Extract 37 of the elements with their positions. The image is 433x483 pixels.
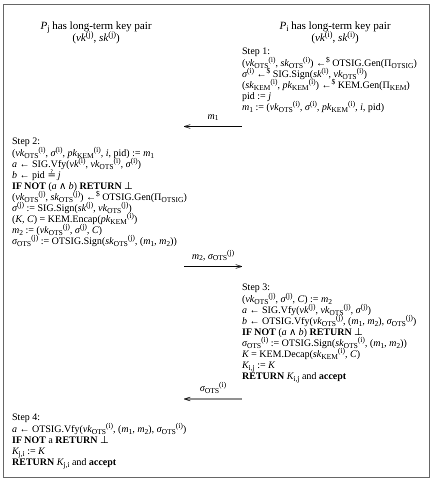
protocol-line: RETURN K$_{j,i}$ and accept [12,457,116,468]
step-heading: Step 3: [242,282,270,293]
protocol-line: σ$^{(i)}$ ←$^{$}$ SIG.Sign(sk$^{(i)}$, vk$_{OTS}$$^{(i)}$) [242,69,368,80]
protocol-line: RETURN K$_{i,j}$ and accept [242,371,346,382]
header-text: P$_{j}$ has long-term key pair [40,20,152,32]
protocol-line: IF NOT (a ∧ b) RETURN ⊥ [12,181,134,192]
protocol-line: (sk$_{KEM}$$^{(i)}$, pk$_{KEM}$$^{(i)}$) ←$^{$}$ KEM.Gen(Π$_{KEM}$) [242,80,410,91]
step-heading: Step 4: [12,412,40,423]
protocol-line: (vk$_{OTS}$$^{(i)}$, sk$_{OTS}$$^{(i)}$) ←$^{$}$ OTSIG.Gen(Π$_{OTSIG}$) [242,58,417,69]
message-arrow [184,124,242,129]
protocol-line: m$_{1}$ := (vk$_{OTS}$$^{(i)}$, σ$^{(i)}$, pk$_{KEM}$$^{(i)}$, i, pid) [242,102,384,113]
protocol-line: IF NOT (a ∧ b) RETURN ⊥ [242,327,364,338]
protocol-line: a ← SIG.Vfy(vk$^{(i)}$, vk$_{OTS}$$^{(i)}$, σ$^{(i)}$) [12,159,142,170]
header-text: P$_{i}$ has long-term key pair [279,20,391,32]
message-arrow [184,264,242,269]
header-text: (vk$^{(i)}$, sk$^{(i)}$) [311,32,359,44]
step-heading: Step 2: [12,136,40,147]
protocol-line: (vk$_{OTS}$$^{(j)}$, sk$_{OTS}$$^{(j)}$) ←$^{$}$ OTSIG.Gen(Π$_{OTSIG}$) [12,192,187,203]
protocol-line: σ$_{OTS}$$^{(j)}$ := OTSIG.Sign(sk$_{OTS}$$^{(j)}$, (m$_{1}$, m$_{2}$)) [12,236,177,247]
protocol-line: (K, C) = KEM.Encap(pk$_{KEM}$$^{(i)}$) [12,214,138,225]
protocol-line: (vk$_{OTS}$$^{(i)}$, σ$^{(i)}$, pk$_{KEM}$$^{(i)}$, i, pid) := m$_{1}$ [12,148,154,159]
protocol-line: b ← OTSIG.Vfy(vk$_{OTS}$$^{(j)}$, (m$_{1}$, m$_{2}$), σ$_{OTS}$$^{(j)}$) [242,316,416,327]
protocol-line: a ← OTSIG.Vfy(vk$_{OTS}$$^{(i)}$, (m$_{1}$, m$_{2}$), σ$_{OTS}$$^{(i)}$) [12,424,186,435]
header-text: (vk$^{(j)}$, sk$^{(j)}$) [72,32,120,44]
protocol-line: K$_{j,i}$ := K [12,446,45,457]
protocol-line: a ← SIG.Vfy(vk$^{(j)}$, vk$_{OTS}$$^{(j)}$, σ$^{(j)}$) [242,305,372,316]
protocol-line: K$_{i,j}$ := K [242,360,275,371]
protocol-line: m$_{2}$ := (vk$_{OTS}$$^{(j)}$, σ$^{(j)}$, C) [12,225,102,236]
protocol-line: (vk$_{OTS}$$^{(j)}$, σ$^{(j)}$, C) := m$_{2}$ [242,294,332,305]
step-heading: Step 1: [242,46,270,57]
protocol-line: K = KEM.Decap(sk$_{KEM}$$^{(i)}$, C) [242,349,360,360]
message-arrow [184,396,242,402]
protocol-line: b ← pid ≟ j [12,170,61,181]
protocol-line: IF NOT a RETURN ⊥ [12,435,109,446]
protocol-line: σ$_{OTS}$$^{(i)}$ := OTSIG.Sign(sk$_{OTS}$$^{(i)}$, (m$_{1}$, m$_{2}$)) [242,338,407,349]
protocol-line: pid := j [242,91,271,102]
protocol-line: σ$^{(j)}$ := SIG.Sign(sk$^{(j)}$, vk$_{OTS}$$^{(j)}$) [12,203,132,214]
